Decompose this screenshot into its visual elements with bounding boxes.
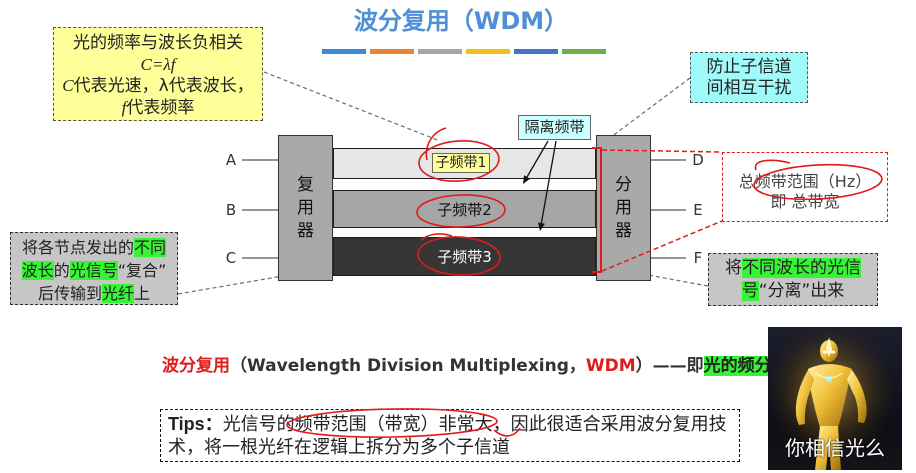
mux-note-line1: 将各节点发出的不同 xyxy=(11,236,177,259)
input-label-b: B xyxy=(225,201,237,219)
accent-segment-3 xyxy=(418,49,462,54)
accent-segment-4 xyxy=(466,49,510,54)
mux-note-highlight: 波长 xyxy=(21,261,54,280)
formula-note-line4: f代表频率 xyxy=(54,97,262,119)
total-band-note: 总频带范围（Hz） 即 总带宽 xyxy=(722,152,888,222)
input-label-a: A xyxy=(225,151,237,169)
demux-note: 将不同波长的光信 号“分离”出来 xyxy=(708,253,878,306)
mux-note-highlight: 光纤 xyxy=(101,284,134,303)
accent-segment-5 xyxy=(514,49,558,54)
definition-connector: ）——即 xyxy=(635,356,704,376)
tips-box: Tips：光信号的频带范围（带宽）非常大，因此很适合采用波分复用技 术，将一根光… xyxy=(160,409,740,462)
interference-note-line1: 防止子信道 xyxy=(706,57,792,77)
mux-note-text: 的 xyxy=(53,261,70,280)
total-band-note-line1: 总频带范围（Hz） xyxy=(738,172,872,191)
interference-note-line2: 间相互干扰 xyxy=(706,78,792,98)
meme-caption: 你相信光么 xyxy=(785,436,885,460)
demux-note-text: 将 xyxy=(725,258,742,278)
tips-text: 光信号的频带范围（带宽）非常大，因此很适合采用波分复用技 xyxy=(222,414,727,435)
ultraman-figure xyxy=(768,327,902,470)
total-band-note-line2: 即 总带宽 xyxy=(770,192,840,211)
mux-note-connector xyxy=(177,275,284,295)
mux-note-text: 将各节点发出的 xyxy=(21,238,134,257)
accent-segment-6 xyxy=(562,49,606,54)
multiplexer-char: 器 xyxy=(297,220,314,241)
frequency-symbol: f xyxy=(121,98,127,117)
sub-band-3-label: 子频带3 xyxy=(437,248,492,266)
multiplexer-char: 复 xyxy=(297,174,314,195)
demux-note-line1: 将不同波长的光信 xyxy=(709,257,877,280)
tips-line1: Tips：光信号的频带范围（带宽）非常大，因此很适合采用波分复用技 xyxy=(168,413,732,436)
mux-note: 将各节点发出的不同 波长的光信号“复合” 后传输到光纤上 xyxy=(10,232,178,305)
output-label-f: F xyxy=(693,249,703,267)
accent-color-bar xyxy=(322,49,606,54)
frequency-text: 代表频率 xyxy=(126,98,195,118)
input-label-c: C xyxy=(225,249,237,267)
speed-symbol: C xyxy=(62,76,74,95)
sub-band-3: 子频带3 xyxy=(333,237,596,276)
demultiplexer-char: 器 xyxy=(615,220,632,241)
mux-note-line3: 后传输到光纤上 xyxy=(11,282,177,305)
demultiplexer-char: 用 xyxy=(615,197,632,218)
definition-abbr: WDM xyxy=(585,356,636,376)
ultraman-meme-image: 你相信光么 xyxy=(768,327,902,470)
mux-note-highlight: 光信号 xyxy=(69,261,118,280)
wdm-definition: 波分复用（Wavelength Division Multiplexing，WD… xyxy=(162,355,806,377)
mux-note-text: 上 xyxy=(134,284,151,303)
output-label-e: E xyxy=(693,201,703,219)
demultiplexer-box: 分 用 器 xyxy=(596,135,651,281)
demux-note-connector xyxy=(647,274,709,287)
demux-note-highlight: 不同波长的光信 xyxy=(742,258,861,278)
multiplexer-char: 用 xyxy=(297,197,314,218)
mux-note-highlight: 不同 xyxy=(134,238,167,257)
tips-label: Tips： xyxy=(168,414,223,434)
mux-note-line2: 波长的光信号“复合” xyxy=(11,259,177,282)
formula-note-line3: C代表光速，λ代表波长， xyxy=(54,75,262,97)
guard-band-label: 隔离频带 xyxy=(518,115,591,140)
slide-title: 波分复用（WDM） xyxy=(353,7,569,35)
interference-note-connector xyxy=(598,77,691,147)
definition-term: 波分复用 xyxy=(162,356,230,376)
sub-band-1-label: 子频带1 xyxy=(432,153,490,173)
output-label-d: D xyxy=(692,151,704,169)
tips-line2: 术，将一根光纤在逻辑上拆分为多个子信道 xyxy=(168,437,510,458)
accent-segment-1 xyxy=(322,49,366,54)
demux-note-line2: 号“分离”出来 xyxy=(709,280,877,303)
definition-english: （Wavelength Division Multiplexing， xyxy=(230,356,586,376)
demux-note-highlight: 号 xyxy=(741,281,759,301)
sub-band-2: 子频带2 xyxy=(333,190,596,228)
formula-equation: C=λf xyxy=(140,55,176,74)
formula-note-connector xyxy=(263,71,441,142)
formula-note-line1: 光的频率与波长负相关 xyxy=(73,33,243,53)
demultiplexer-char: 分 xyxy=(615,174,632,195)
demux-note-text: “分离”出来 xyxy=(758,281,845,301)
multiplexer-box: 复 用 器 xyxy=(278,135,333,281)
mux-note-text: “复合” xyxy=(117,261,167,280)
sub-band-2-label: 子频带2 xyxy=(437,200,492,219)
accent-segment-2 xyxy=(370,49,414,54)
interference-note: 防止子信道 间相互干扰 xyxy=(690,52,808,103)
mux-note-text: 后传输到 xyxy=(37,284,102,303)
speed-text: 代表光速，λ代表波长， xyxy=(73,76,254,96)
formula-note: 光的频率与波长负相关 C=λf C代表光速，λ代表波长， f代表频率 xyxy=(53,27,263,121)
